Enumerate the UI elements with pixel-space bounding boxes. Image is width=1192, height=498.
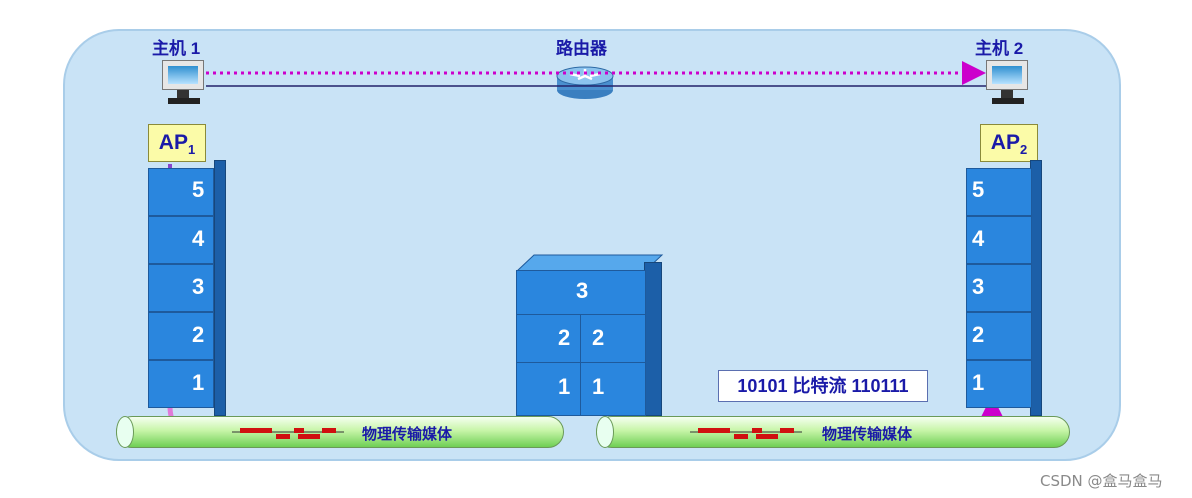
host2-computer-icon (986, 60, 1030, 108)
ap2-main-text: AP (990, 131, 1020, 154)
router-layer-3-label: 3 (576, 278, 589, 303)
host1-layer-1 (148, 360, 214, 408)
host1-layer-3-label: 3 (192, 274, 205, 299)
ap1-box: AP1 (148, 124, 206, 162)
ap2-subscript: 2 (1019, 142, 1028, 158)
host2-layer-4-label: 4 (972, 226, 985, 251)
host2-layer-3-label: 3 (972, 274, 985, 299)
host2-layer-5 (966, 168, 1032, 216)
host2-layer-4 (966, 216, 1032, 264)
host1-label: 主机 1 (152, 39, 201, 58)
ap1-main-text: AP (158, 131, 188, 154)
left-medium-label: 物理传输媒体 (362, 426, 453, 443)
right-physical-medium (596, 416, 1070, 448)
router-right-layer-1-label: 1 (592, 374, 605, 399)
host1-layer-1-label: 1 (192, 370, 205, 395)
host1-layer-2 (148, 312, 214, 360)
watermark: CSDN @盒马盒马 (1040, 472, 1163, 490)
router-right-layer-2-label: 2 (592, 325, 605, 350)
host1-computer-icon (162, 60, 206, 108)
router-left-layer-1-label: 1 (558, 374, 571, 399)
left-signal-icon (232, 428, 344, 439)
right-medium-label: 物理传输媒体 (822, 426, 913, 443)
right-medium-cap (596, 416, 614, 448)
host1-layer-4-label: 4 (192, 226, 205, 251)
router-label: 路由器 (556, 39, 607, 58)
host2-layer-5-label: 5 (972, 177, 985, 202)
host2-layer-2-label: 2 (972, 322, 985, 347)
bitstream-label: 10101 比特流 110111 (718, 370, 928, 402)
host2-layer-1-label: 1 (972, 370, 985, 395)
right-signal-icon (690, 428, 802, 439)
host2-layer-3 (966, 264, 1032, 312)
host1-layer-5 (148, 168, 214, 216)
host2-label: 主机 2 (975, 39, 1024, 58)
router-layer-1-right (580, 362, 646, 416)
host1-layer-2-label: 2 (192, 322, 205, 347)
ap1-subscript: 1 (187, 142, 196, 158)
ap2-box: AP2 (980, 124, 1038, 162)
host2-layer-2 (966, 312, 1032, 360)
left-medium-cap (116, 416, 134, 448)
router-left-layer-2-label: 2 (558, 325, 571, 350)
host1-layer-4 (148, 216, 214, 264)
host2-layer-1 (966, 360, 1032, 408)
host1-layer-3 (148, 264, 214, 312)
host1-layer-5-label: 5 (192, 177, 205, 202)
